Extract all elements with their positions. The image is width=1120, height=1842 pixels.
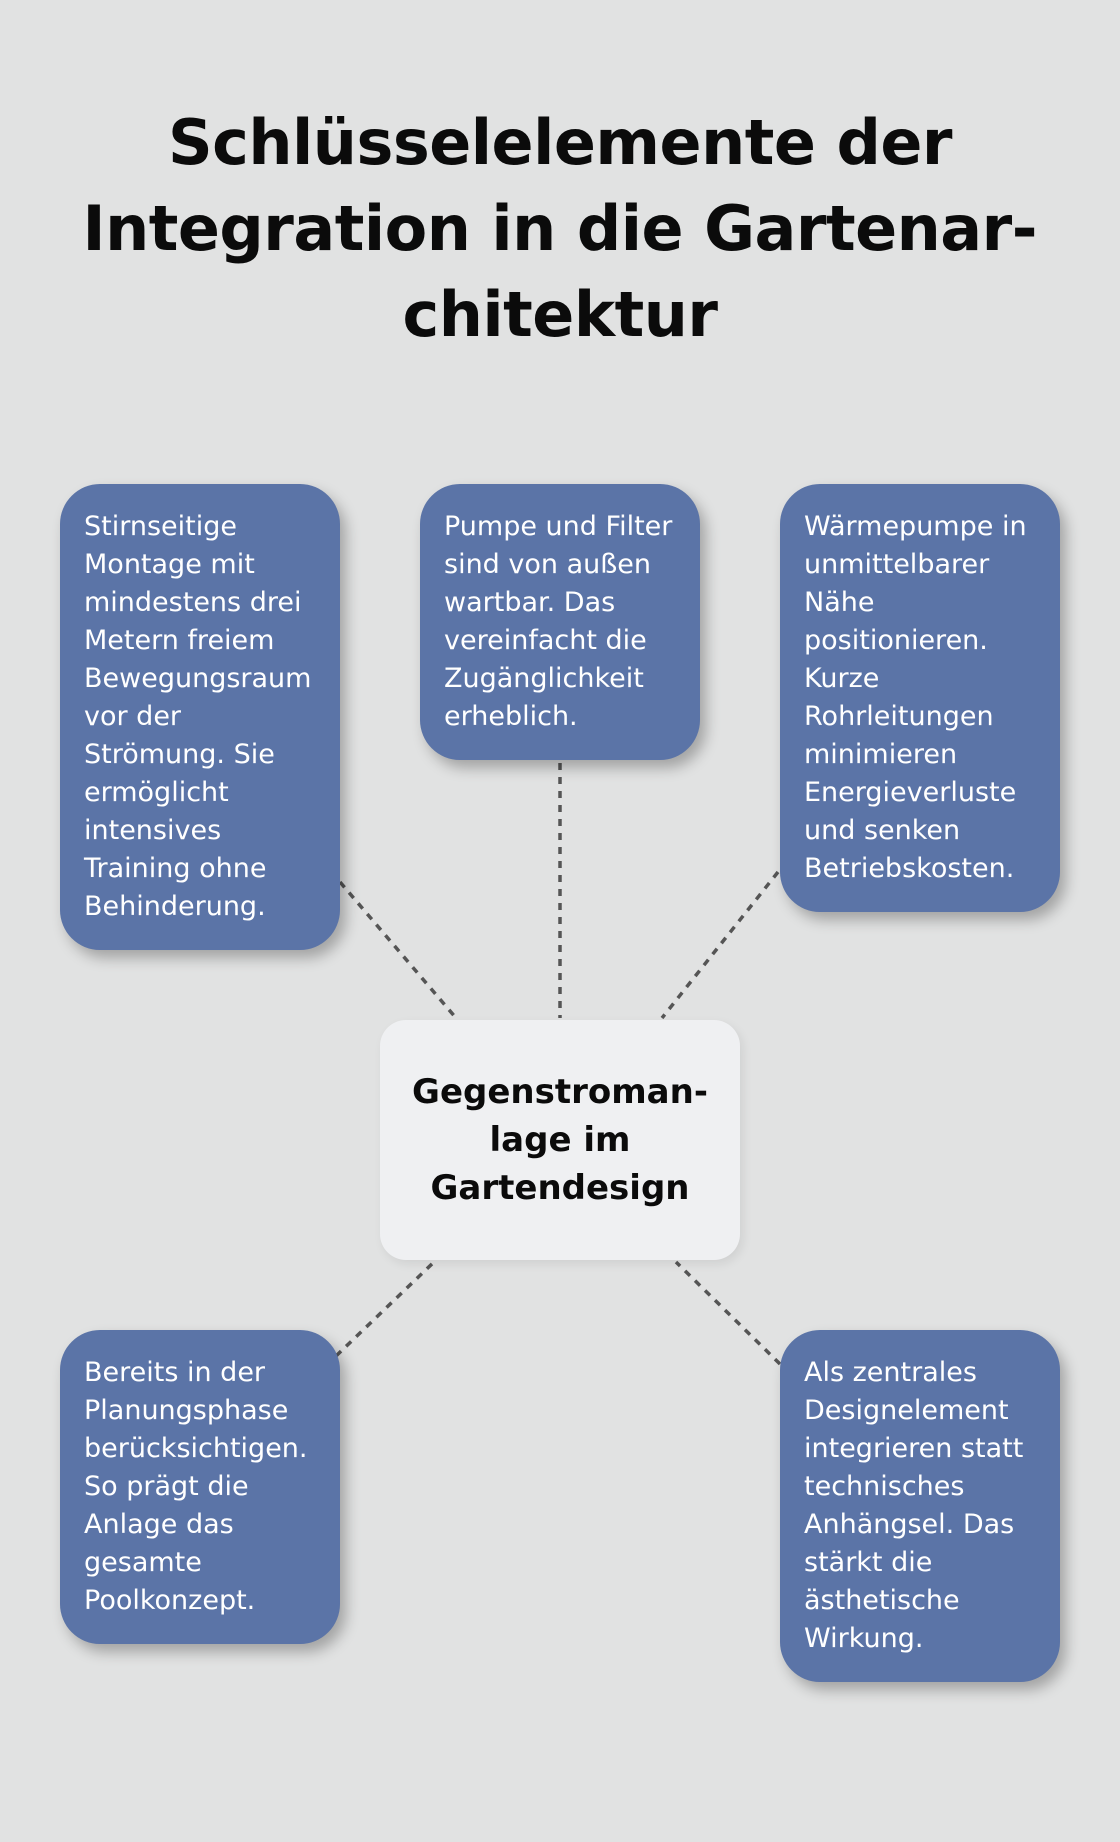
card-text: Bereits in der Planungsphase berücksicht…: [84, 1357, 308, 1616]
card-text: Wärmepumpe in unmittelbarer Nähe positio…: [804, 511, 1027, 884]
connector-card-1: [338, 880, 458, 1020]
central-node-label: Gegenstroman­lage im Gartendesign: [412, 1072, 708, 1208]
card-pumpe-filter: Pumpe und Filter sind von außen wartbar.…: [420, 484, 700, 760]
card-text: Pumpe und Filter sind von außen wartbar.…: [444, 511, 673, 732]
card-text: Stirnseitige Montage mit mindestens drei…: [84, 511, 312, 922]
central-node: Gegenstroman­lage im Gartendesign: [380, 1020, 740, 1260]
card-planungsphase: Bereits in der Planungsphase berücksicht…: [60, 1330, 340, 1644]
connector-card-5: [674, 1260, 782, 1366]
card-waermepumpe: Wärmepumpe in unmittelbarer Nähe positio…: [780, 484, 1060, 912]
card-designelement: Als zentrales Designelement integrieren …: [780, 1330, 1060, 1682]
connector-card-4: [334, 1260, 436, 1358]
card-text: Als zentrales Designelement integrieren …: [804, 1357, 1024, 1654]
card-stirnseitige-montage: Stirnseitige Montage mit mindestens drei…: [60, 484, 340, 950]
diagram-title: Schlüsselelemente der Integration in die…: [82, 106, 1038, 351]
connector-card-3: [660, 870, 780, 1020]
